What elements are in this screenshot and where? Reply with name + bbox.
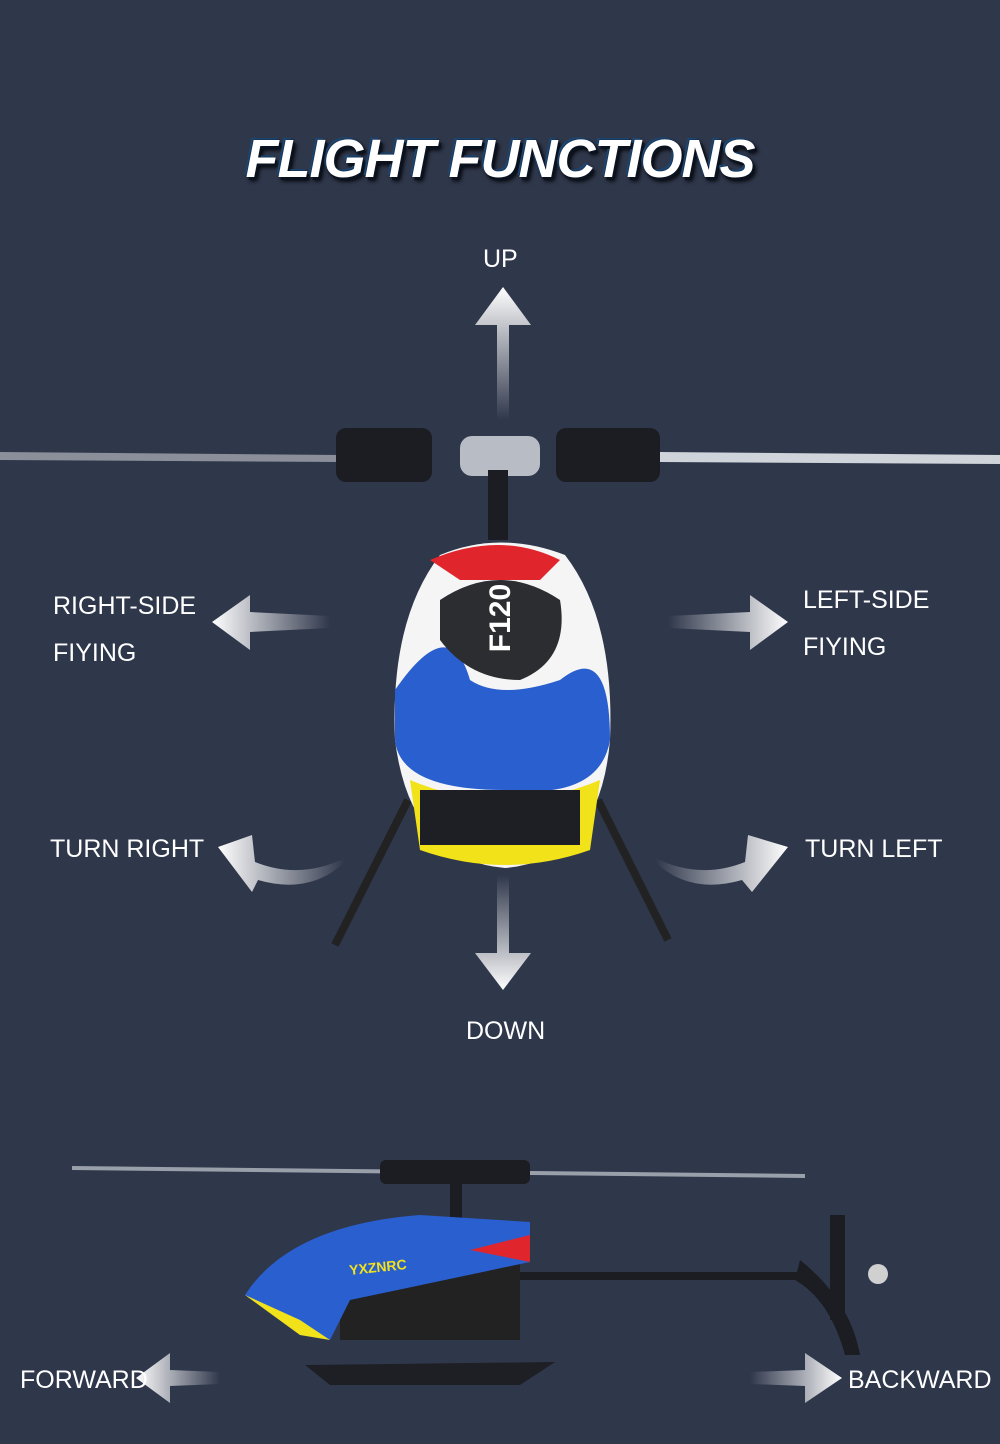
label-up: UP (483, 245, 518, 273)
model-text: F120 (484, 584, 517, 652)
arrow-backward-icon (750, 1353, 842, 1403)
arrow-up-icon (475, 287, 531, 420)
arrow-forward-icon (136, 1353, 220, 1403)
arrow-right-side-icon (212, 595, 330, 650)
label-right-side-line1: RIGHT-SIDE (53, 592, 197, 620)
label-right-side: RIGHT-SIDE FIYING (53, 583, 196, 677)
label-right-side-line2: FIYING (53, 639, 137, 667)
arrow-turn-left-icon (655, 835, 788, 892)
arrow-down-icon (475, 875, 531, 990)
brand-text: YXZNRC (348, 1256, 407, 1278)
label-down: DOWN (466, 1017, 546, 1045)
arrow-left-side-icon (668, 595, 788, 650)
label-turn-left: TURN LEFT (805, 835, 943, 863)
label-left-side-line2: FIYING (803, 633, 887, 661)
label-left-side-line1: LEFT-SIDE (803, 586, 930, 614)
arrow-turn-right-icon (218, 835, 345, 892)
page-title: FLIGHT FUNCTIONS (245, 129, 756, 189)
label-backward: BACKWARD (848, 1366, 992, 1394)
label-left-side: LEFT-SIDE FIYING (803, 577, 929, 671)
helicopter-side-view: YXZNRC (72, 1160, 888, 1385)
label-forward: FORWARD (20, 1366, 148, 1394)
label-turn-right: TURN RIGHT (50, 835, 205, 863)
helicopter-front-view: F120 (0, 428, 1000, 947)
